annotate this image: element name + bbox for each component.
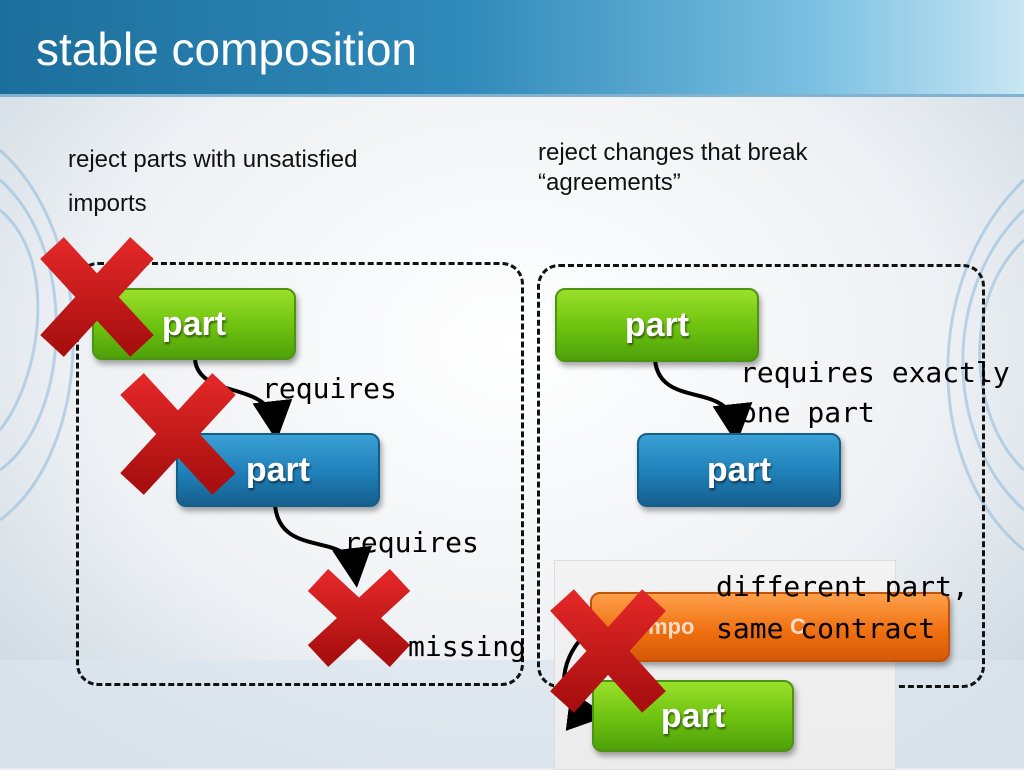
right-part-top: part [555, 288, 759, 362]
left-caption-line1: reject parts with unsatisfied [68, 146, 358, 173]
right-caption: reject changes that break “agreements” [538, 139, 808, 196]
left-requires-label-2: requires [344, 526, 479, 559]
right-part-middle: part [637, 433, 841, 507]
left-part-top-label: part [161, 304, 227, 343]
slide-title: stable composition [36, 23, 417, 75]
right-part-bottom-label: part [660, 696, 726, 735]
right-part-bottom: part [592, 680, 794, 752]
right-part-top-label: part [624, 305, 690, 344]
left-dashed-frame [76, 262, 524, 686]
left-caption-line2: imports [68, 190, 147, 217]
different-part-label-line1: different part, [716, 570, 969, 603]
different-part-label-line2: same contract [716, 612, 936, 645]
container-label-fragment-2: C [790, 614, 806, 639]
left-part-middle: part [176, 433, 380, 507]
left-part-middle-label: part [245, 450, 311, 489]
title-bar [0, 0, 1024, 97]
container-label-fragment: mpo [648, 614, 695, 639]
requires-exactly-label-line2: one part [740, 396, 875, 429]
left-part-top: part [92, 288, 296, 360]
left-requires-label-1: requires [262, 372, 397, 405]
missing-label: missing [408, 630, 527, 663]
right-part-middle-label: part [706, 450, 772, 489]
requires-exactly-label-line1: requires exactly [740, 356, 1010, 389]
